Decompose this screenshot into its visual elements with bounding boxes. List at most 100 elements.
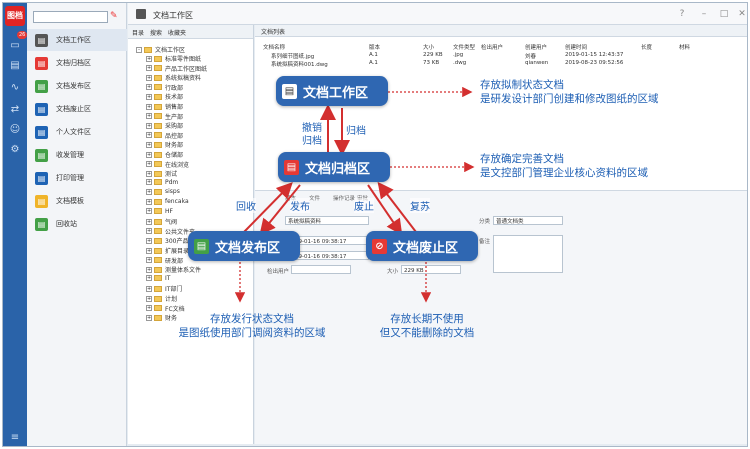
tree-node[interactable]: +系统拟稿资料 bbox=[146, 73, 201, 82]
tree-node[interactable]: +采购部 bbox=[146, 121, 183, 130]
expand-icon[interactable]: + bbox=[146, 305, 152, 312]
tree-tab[interactable]: 收藏夹 bbox=[168, 30, 187, 37]
column-header[interactable]: 检出用户 bbox=[481, 45, 504, 51]
table-cell[interactable]: 系列细节图纸.jpg bbox=[271, 54, 315, 60]
tree-node[interactable]: +fencaka bbox=[146, 198, 189, 205]
expand-icon[interactable]: + bbox=[146, 103, 152, 110]
tree-node[interactable]: +产品工作区图纸 bbox=[146, 64, 207, 73]
expand-icon[interactable]: + bbox=[146, 122, 152, 129]
column-header[interactable]: 长度 bbox=[641, 45, 653, 51]
doc-name-field[interactable]: 系统拟稿资料 bbox=[285, 216, 369, 225]
document-icon[interactable]: ▤ bbox=[10, 60, 20, 71]
pen-icon[interactable]: ✎ bbox=[110, 11, 118, 21]
tree-tab[interactable]: 搜索 bbox=[150, 30, 163, 37]
remark-field[interactable] bbox=[493, 235, 563, 273]
tree-node[interactable]: +扩展目录 bbox=[146, 246, 189, 255]
search-input[interactable] bbox=[33, 11, 108, 23]
tree-node[interactable]: +研发部 bbox=[146, 256, 183, 265]
tree-node[interactable]: +技术部 bbox=[146, 92, 183, 101]
expand-icon[interactable]: + bbox=[146, 170, 152, 177]
expand-icon[interactable]: + bbox=[146, 93, 152, 100]
expand-icon[interactable]: + bbox=[146, 266, 152, 273]
column-header[interactable]: 文件类型 bbox=[453, 45, 476, 51]
detail-tab[interactable]: 操作记录 bbox=[333, 196, 356, 202]
tree-node[interactable]: +计划 bbox=[146, 294, 177, 303]
close-button[interactable]: ✕ bbox=[738, 9, 746, 19]
tree-node[interactable]: +HF bbox=[146, 208, 173, 215]
tree-tab[interactable]: 目录 bbox=[132, 30, 145, 37]
menu-item[interactable]: ▤文档废止区 bbox=[27, 98, 127, 120]
expand-icon[interactable]: + bbox=[146, 275, 152, 282]
expand-icon[interactable]: + bbox=[146, 65, 152, 72]
expand-icon[interactable]: + bbox=[146, 314, 152, 321]
column-header[interactable]: 文档名称 bbox=[263, 45, 286, 51]
settings-icon[interactable]: ⚙ bbox=[10, 144, 20, 155]
expand-icon[interactable]: + bbox=[146, 188, 152, 195]
tree-node[interactable]: +行政部 bbox=[146, 83, 183, 92]
expand-icon[interactable]: + bbox=[146, 228, 152, 235]
help-button[interactable]: ? bbox=[679, 9, 685, 19]
menu-item[interactable]: ▤文档发布区 bbox=[27, 75, 127, 97]
table-cell[interactable]: 系统拟稿资料001.dwg bbox=[271, 62, 328, 68]
tree-node[interactable]: +测试 bbox=[146, 169, 177, 178]
tree-node[interactable]: +品控部 bbox=[146, 131, 183, 140]
chart-icon[interactable]: ∿ bbox=[10, 82, 20, 93]
minimize-button[interactable]: – bbox=[701, 9, 707, 19]
maximize-button[interactable]: □ bbox=[719, 9, 729, 19]
expand-icon[interactable]: + bbox=[146, 285, 152, 292]
column-header[interactable]: 创建时间 bbox=[565, 45, 588, 51]
tree-node[interactable]: +Pdm bbox=[146, 179, 178, 186]
menu-item[interactable]: ▤文档归档区 bbox=[27, 52, 127, 74]
menu-item[interactable]: ▤文档模板 bbox=[27, 190, 127, 212]
tab-document-list[interactable]: 文档列表 bbox=[255, 25, 747, 37]
tree-node[interactable]: +FC文档 bbox=[146, 304, 185, 313]
menu-icon[interactable]: ≡ bbox=[10, 432, 20, 443]
collapse-icon[interactable]: - bbox=[136, 46, 142, 53]
user-icon[interactable]: ☺ bbox=[9, 124, 21, 135]
menu-item[interactable]: ▤收发管理 bbox=[27, 144, 127, 166]
size-field[interactable]: 229 KB bbox=[401, 265, 461, 274]
tree-node[interactable]: +IT bbox=[146, 275, 170, 282]
expand-icon[interactable]: + bbox=[146, 161, 152, 168]
tree-root[interactable]: -文档工作区 bbox=[136, 45, 185, 54]
monitor-icon[interactable]: ▭ bbox=[10, 40, 20, 51]
expand-icon[interactable]: + bbox=[146, 179, 152, 186]
tree-node[interactable]: +仓储部 bbox=[146, 150, 183, 159]
menu-item[interactable]: ▤打印管理 bbox=[27, 167, 127, 189]
tree-node[interactable]: +在线浏览 bbox=[146, 160, 189, 169]
expand-icon[interactable]: + bbox=[146, 208, 152, 215]
tree-node[interactable]: +sisps bbox=[146, 188, 180, 195]
category-select[interactable]: 普通文档类 bbox=[493, 216, 563, 225]
expand-icon[interactable]: + bbox=[146, 113, 152, 120]
expand-icon[interactable]: + bbox=[146, 74, 152, 81]
column-header[interactable]: 版本 bbox=[369, 45, 381, 51]
tree-node[interactable]: +气阀 bbox=[146, 217, 177, 226]
tree-node[interactable]: +销售部 bbox=[146, 102, 183, 111]
column-header[interactable]: 材料 bbox=[679, 45, 691, 51]
tree-node[interactable]: +财务部 bbox=[146, 140, 183, 149]
menu-item[interactable]: ▤个人文件区 bbox=[27, 121, 127, 143]
column-header[interactable]: 创建用户 bbox=[525, 45, 548, 51]
expand-icon[interactable]: + bbox=[146, 55, 152, 62]
tree-node[interactable]: +生产部 bbox=[146, 112, 183, 121]
expand-icon[interactable]: + bbox=[146, 237, 152, 244]
expand-icon[interactable]: + bbox=[146, 132, 152, 139]
expand-icon[interactable]: + bbox=[146, 247, 152, 254]
tree-node[interactable]: +IT部门 bbox=[146, 284, 182, 293]
tree-node[interactable]: +标准零件图纸 bbox=[146, 54, 201, 63]
expand-icon[interactable]: + bbox=[146, 151, 152, 158]
detail-tab[interactable]: 文件 bbox=[309, 196, 321, 202]
tree-node[interactable]: +财务 bbox=[146, 313, 177, 322]
expand-icon[interactable]: + bbox=[146, 257, 152, 264]
expand-icon[interactable]: + bbox=[146, 218, 152, 225]
checkout-user-field[interactable] bbox=[291, 265, 351, 274]
expand-icon[interactable]: + bbox=[146, 141, 152, 148]
tree-node[interactable]: +300产品 bbox=[146, 236, 188, 245]
expand-icon[interactable]: + bbox=[146, 198, 152, 205]
expand-icon[interactable]: + bbox=[146, 295, 152, 302]
menu-item[interactable]: ▤文档工作区 bbox=[27, 29, 127, 51]
tree-node[interactable]: +公共文件夹 bbox=[146, 227, 195, 236]
column-header[interactable]: 大小 bbox=[423, 45, 435, 51]
tree-node[interactable]: +测量体系文件 bbox=[146, 265, 201, 274]
transfer-icon[interactable]: ⇄ bbox=[10, 104, 20, 115]
